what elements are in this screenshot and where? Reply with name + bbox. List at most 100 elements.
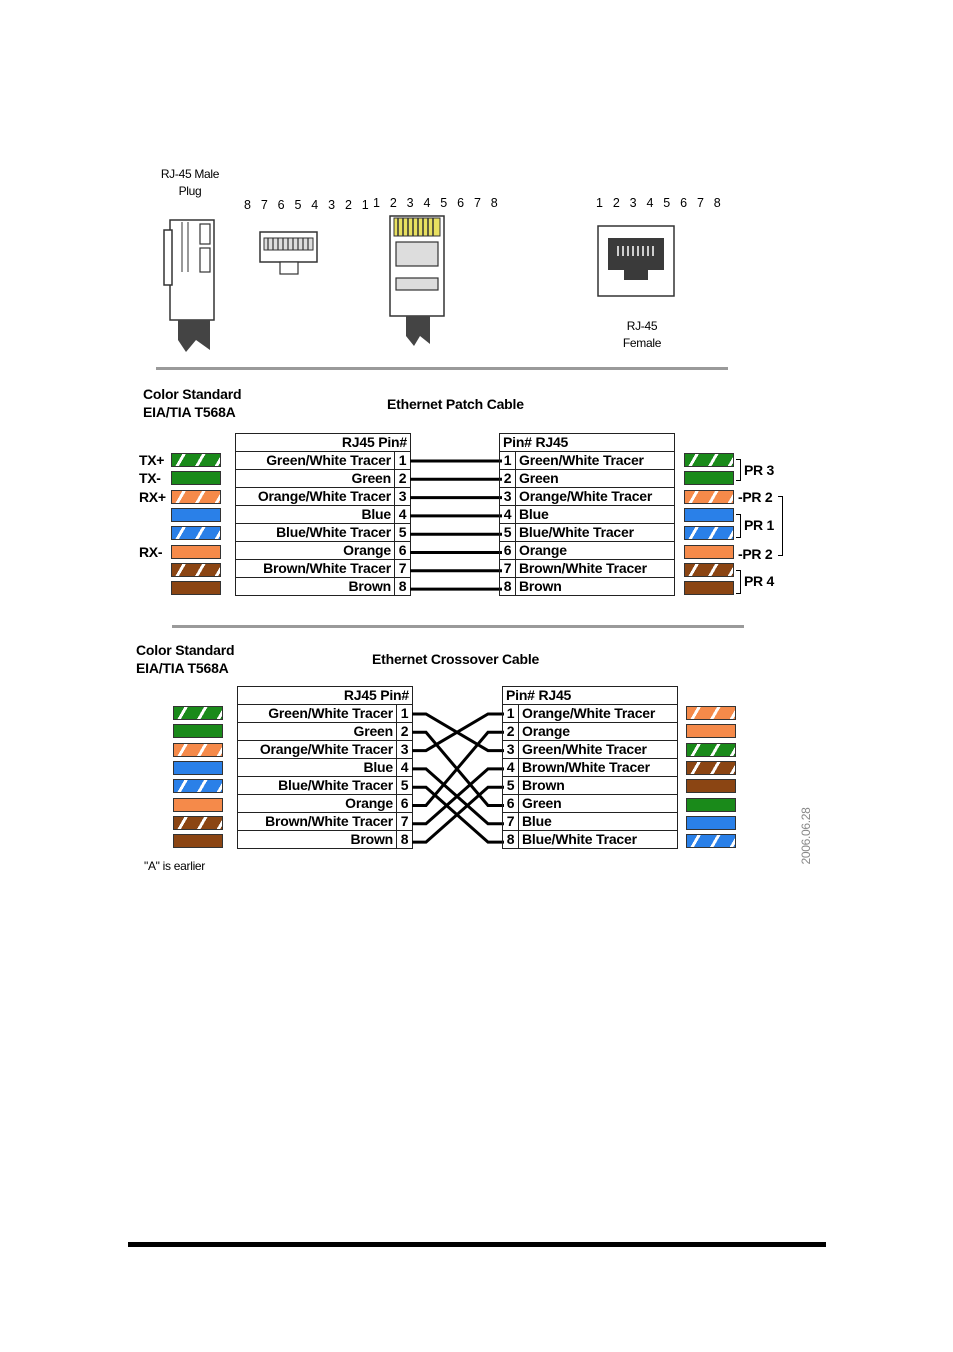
pr3-label: PR 3 bbox=[744, 462, 774, 478]
crossover-left-wire-name: Blue bbox=[237, 758, 397, 777]
crossover-right-wire-name: Orange/White Tracer bbox=[518, 704, 678, 723]
crossover-left-wire-name: Orange/White Tracer bbox=[237, 740, 397, 759]
patch-left-wire-name: Green bbox=[235, 469, 395, 488]
crossover-standard-label: Color Standard EIA/TIA T568A bbox=[136, 642, 235, 676]
color-swatch bbox=[686, 706, 736, 720]
color-swatch bbox=[686, 742, 736, 757]
patch-right-pin-number: 3 bbox=[499, 487, 516, 506]
crossover-title: Ethernet Crossover Cable bbox=[372, 651, 540, 667]
color-swatch bbox=[686, 760, 736, 775]
color-swatch bbox=[173, 779, 223, 794]
male-plug-top-icon bbox=[389, 215, 445, 346]
crossover-right-pin-number: 7 bbox=[502, 812, 519, 831]
footer-rule bbox=[128, 1242, 826, 1247]
crossover-right-pin-number: 4 bbox=[502, 758, 519, 777]
color-swatch bbox=[171, 544, 221, 559]
color-swatch bbox=[684, 526, 734, 541]
wire-line bbox=[412, 785, 504, 844]
crossover-right-header: Pin# RJ45 bbox=[502, 686, 678, 705]
color-swatch bbox=[686, 797, 736, 812]
crossover-right-pin-number: 2 bbox=[502, 722, 519, 741]
color-swatch bbox=[171, 526, 221, 541]
female-jack-icon bbox=[597, 225, 675, 297]
signal-label: RX+ bbox=[139, 488, 166, 505]
crossover-right-pin-number: 5 bbox=[502, 776, 519, 795]
patch-right-wire-name: Orange bbox=[515, 541, 675, 560]
crossover-right-wire-name: Blue/White Tracer bbox=[518, 830, 678, 849]
color-swatch bbox=[173, 742, 223, 757]
pin-numbers-reverse: 8 7 6 5 4 3 2 1 bbox=[244, 198, 372, 212]
color-swatch bbox=[171, 471, 221, 486]
crossover-right-pin-number: 3 bbox=[502, 740, 519, 759]
wire-line bbox=[412, 730, 504, 807]
crossover-left-pin-number: 1 bbox=[396, 704, 413, 723]
patch-left-wire-name: Brown bbox=[235, 577, 395, 596]
crossover-left-wire-name: Brown bbox=[237, 830, 397, 849]
male-plug-side-icon bbox=[163, 219, 215, 352]
signal-label: TX- bbox=[139, 470, 161, 487]
color-swatch bbox=[171, 562, 221, 577]
color-swatch bbox=[684, 453, 734, 467]
patch-left-wire-name: Blue/White Tracer bbox=[235, 523, 395, 542]
crossover-right-pin-number: 6 bbox=[502, 794, 519, 813]
crossover-left-pin-number: 3 bbox=[396, 740, 413, 759]
patch-right-wire-name: Blue bbox=[515, 505, 675, 524]
color-swatch bbox=[686, 724, 736, 739]
patch-left-pin-number: 1 bbox=[394, 451, 411, 470]
color-swatch bbox=[171, 489, 221, 504]
patch-right-pin-number: 4 bbox=[499, 505, 516, 524]
signal-label: TX+ bbox=[139, 452, 165, 468]
patch-left-wire-name: Brown/White Tracer bbox=[235, 559, 395, 578]
patch-right-pin-number: 5 bbox=[499, 523, 516, 542]
color-swatch bbox=[684, 544, 734, 559]
color-swatch bbox=[173, 760, 223, 775]
crossover-right-wire-name: Brown/White Tracer bbox=[518, 758, 678, 777]
pr4-label: PR 4 bbox=[744, 573, 774, 589]
color-swatch bbox=[173, 815, 223, 830]
crossover-left-wire-name: Orange bbox=[237, 794, 397, 813]
color-swatch bbox=[171, 507, 221, 522]
female-jack-label: RJ-45 Female bbox=[622, 319, 662, 350]
pr2-bottom-label: -PR 2 bbox=[738, 546, 773, 562]
patch-left-header: RJ45 Pin# bbox=[235, 433, 411, 452]
crossover-right-pin-number: 8 bbox=[502, 830, 519, 849]
wire-line bbox=[412, 767, 504, 826]
patch-left-pin-number: 5 bbox=[394, 523, 411, 542]
patch-left-wire-name: Green/White Tracer bbox=[235, 451, 395, 470]
patch-wires bbox=[410, 459, 502, 591]
color-swatch bbox=[686, 779, 736, 794]
wire-line bbox=[412, 712, 504, 753]
patch-right-pin-number: 8 bbox=[499, 577, 516, 596]
crossover-left-pin-number: 7 bbox=[396, 812, 413, 831]
patch-left-wire-name: Orange/White Tracer bbox=[235, 487, 395, 506]
color-swatch bbox=[173, 797, 223, 812]
crossover-left-pin-number: 5 bbox=[396, 776, 413, 795]
color-swatch bbox=[173, 706, 223, 720]
